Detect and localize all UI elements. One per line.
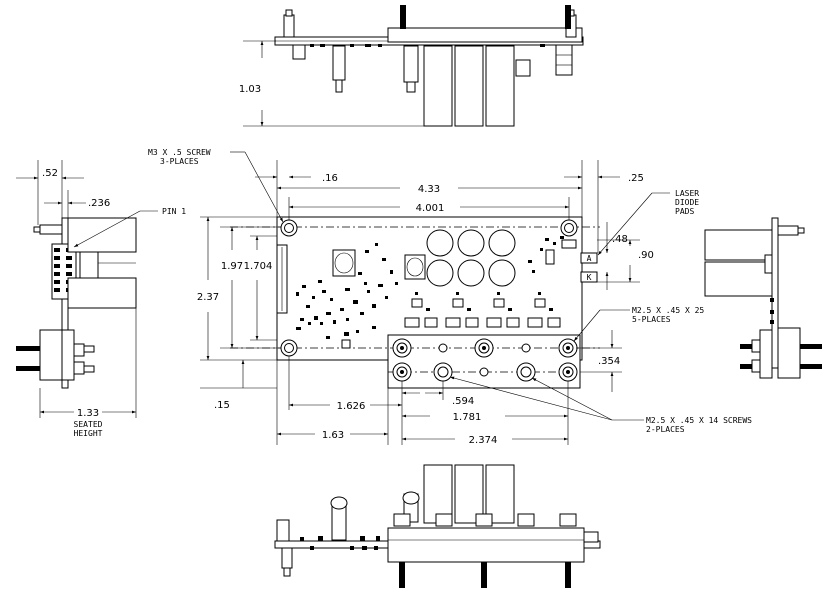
dim-pads-90: .90 [638,250,654,261]
dim-heatsink-594: .594 [452,396,474,407]
dim-left-52: .52 [42,168,58,179]
dim-pads-48: .48 [612,234,628,245]
dim-2374: 2.374 [469,435,498,446]
bottom-side-view [274,464,601,588]
dim-163: 1.63 [322,430,344,441]
seated-label-2: HEIGHT [74,429,103,438]
laser-callout-line2: DIODE [675,198,699,207]
callout-m25-14: M2.5 X .45 X 14 SCREWS 2-PLACES [449,376,752,434]
dim-hole-span: 4.001 [416,203,445,214]
laser-callout-line3: PADS [675,207,694,216]
m3-hole-top-left-icon [280,219,298,237]
dim-heatsink-354: .354 [598,356,620,367]
m25-25-callout-line2: 5-PLACES [632,315,671,324]
callout-m25-25: M2.5 X .45 X 25 5-PLACES [573,306,704,342]
callout-m3-screw: M3 X .5 SCREW 3-PLACES [148,148,284,223]
capacitor-array-icon [426,229,516,287]
dim-1781: 1.781 [453,412,482,423]
smd-components [296,236,564,339]
m25-screw-icon [392,338,578,382]
driver-channels [404,298,561,328]
m25-25-callout-line1: M2.5 X .45 X 25 [632,306,704,315]
m25-14-callout-line2: 2-PLACES [646,425,685,434]
dim-1626: 1.626 [337,401,366,412]
m3-callout-line1: M3 X .5 SCREW [148,148,211,157]
m25-14-callout-line1: M2.5 X .45 X 14 SCREWS [646,416,752,425]
m3-hole-top-right-icon [560,219,578,237]
dim-overall-length: 4.33 [418,184,440,195]
right-side-view [704,217,822,379]
dim-top-height: 1.03 [239,84,261,95]
dim-offset-16: .16 [322,173,338,184]
pin1-label: PIN 1 [162,207,186,216]
laser-diode-pads: A K [580,252,598,283]
m25-short-screw-icon [433,362,536,382]
m3-callout-line2: 3-PLACES [160,157,199,166]
callout-laser-pads: LASER DIODE PADS [597,189,699,256]
left-side-view: .52 .236 1.33 SEATED HEIGHT PIN 1 [16,160,186,438]
m3-hole-bottom-left-icon [280,339,298,357]
dim-right-25: .25 [628,173,644,184]
plan-view: A K .16 4.33 4.001 [148,148,752,446]
seated-label-1: SEATED [74,420,103,429]
pad-a-label: A [587,254,592,263]
dim-seated-width: 1.33 [77,408,99,419]
laser-callout-line1: LASER [675,189,699,198]
dim-height-1704: 1.704 [244,261,273,272]
pad-k-label: K [587,273,592,282]
dim-height-197: 1.97 [221,261,243,272]
top-side-view: 1.03 [239,5,584,127]
dim-left-236: .236 [88,198,110,209]
dim-bottom-15: .15 [214,400,230,411]
dim-height-237: 2.37 [197,292,219,303]
